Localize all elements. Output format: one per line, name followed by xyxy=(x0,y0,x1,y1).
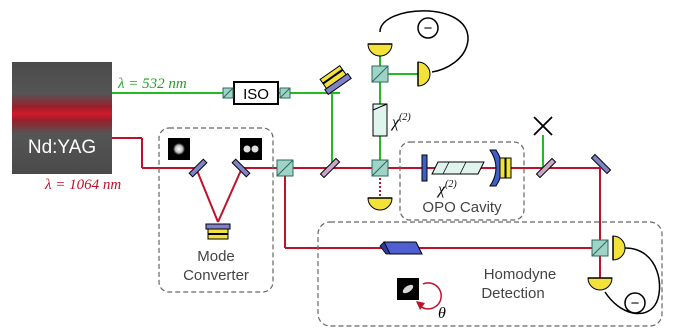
beam-splitter-homodyne xyxy=(591,239,609,257)
red-beam-paths xyxy=(112,137,605,278)
subtractor-homodyne-minus: − xyxy=(631,295,640,312)
homodyne-label-1: Homodyne xyxy=(484,266,557,283)
green-wavelength-label: λ = 532 nm xyxy=(117,76,187,92)
homodyne-box xyxy=(317,221,663,327)
opo-cavity-box xyxy=(399,141,525,221)
isolator-label: ISO xyxy=(243,86,269,103)
theta-label: θ xyxy=(438,305,446,322)
detector-top-right xyxy=(417,61,431,87)
mirror-red-right-2 xyxy=(590,153,612,175)
nd-yag-laser xyxy=(12,62,112,174)
mode-converter-label-1: Mode xyxy=(197,248,235,265)
opo-crystal xyxy=(431,161,485,175)
beam-splitter-center xyxy=(371,159,389,177)
homodyne-detector-right xyxy=(612,235,626,261)
chi2-label-opo: χ(2) xyxy=(436,179,457,198)
detector-top-wire xyxy=(379,10,469,73)
homodyne-wire xyxy=(604,247,661,315)
mode-converter-box xyxy=(158,127,274,293)
opo-cavity-label: OPO Cavity xyxy=(422,199,502,216)
homodyne-label-2: Detection xyxy=(481,285,544,302)
detector-bottom-center xyxy=(367,197,393,211)
subtractor-top-minus: − xyxy=(424,20,433,37)
mode-image-right xyxy=(240,138,262,160)
phase-rotation-arrowhead xyxy=(416,301,425,310)
vertical-chi2-crystal xyxy=(372,103,388,137)
mode-converter-mirror-left xyxy=(188,158,208,178)
opo-piezo xyxy=(499,157,512,179)
chi2-label-vertical: χ(2) xyxy=(390,112,411,131)
piezo-mirror-green xyxy=(319,64,352,96)
mode-image-homodyne xyxy=(397,278,419,300)
subtractor-top xyxy=(417,17,439,39)
mode-converter-piezo xyxy=(205,223,231,240)
mode-converter-label-2: Converter xyxy=(183,267,249,284)
mode-image-left xyxy=(168,138,190,160)
beam-dump-icon xyxy=(533,116,553,136)
red-wavelength-label: λ = 1064 nm xyxy=(44,177,121,193)
subtractor-homodyne xyxy=(624,292,646,314)
phase-shifter-prism xyxy=(379,241,423,255)
laser-name-label: Nd:YAG xyxy=(28,137,96,158)
isolator-box xyxy=(233,81,279,105)
detector-top-upper xyxy=(367,43,393,57)
beam-splitter-red-left xyxy=(276,159,294,177)
mode-converter-mirror-right xyxy=(231,158,251,178)
opo-input-mirror xyxy=(421,154,428,182)
mirror-red-right-1 xyxy=(535,157,557,179)
beam-splitter-top xyxy=(371,65,389,83)
homodyne-detector-bottom xyxy=(587,277,613,291)
phase-rotation-arrow xyxy=(419,282,442,310)
mirror-red-left xyxy=(319,157,341,179)
